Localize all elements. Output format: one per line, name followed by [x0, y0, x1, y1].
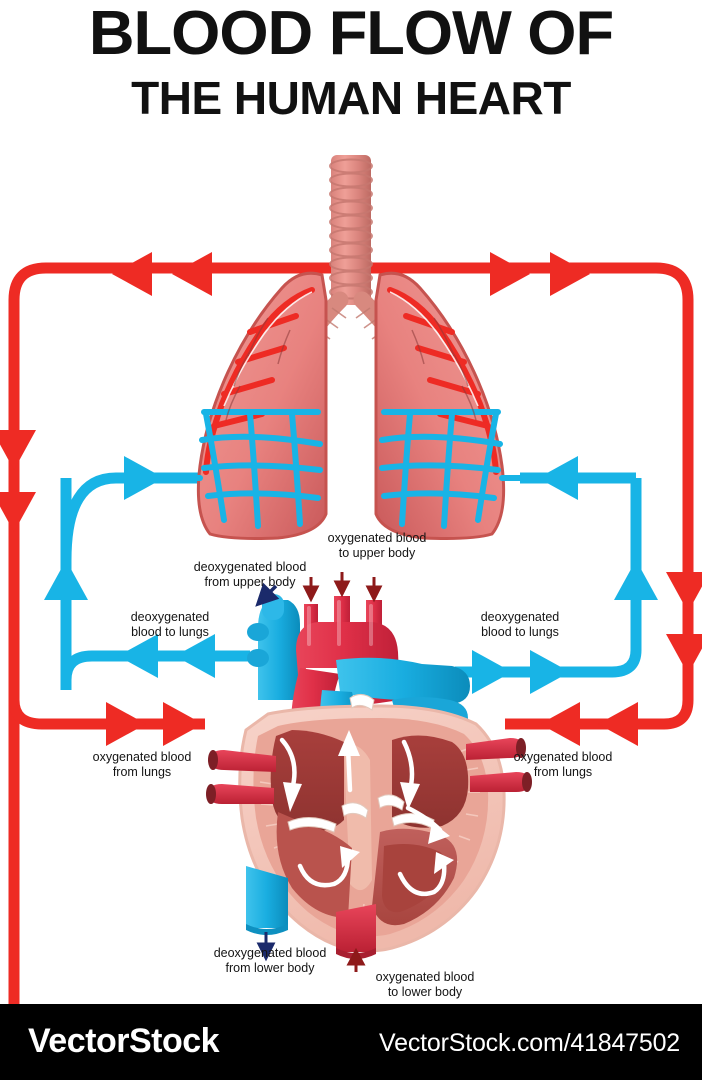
red-flow-arrows	[0, 252, 702, 746]
label-deoxygenated-to-lungs-right: deoxygenated blood to lungs	[480, 610, 560, 639]
blue-flow-arrows	[44, 456, 658, 694]
label-oxygenated-from-lungs-left: oxygenated blood from lungs	[92, 750, 192, 779]
label-oxygenated-to-upper-body: oxygenated blood to upper body	[327, 531, 427, 560]
superior-vena-cava	[247, 594, 300, 700]
vectorstock-logo: VectorStock	[28, 1022, 220, 1060]
label-deoxygenated-to-lungs-left: deoxygenated blood to lungs	[130, 610, 210, 639]
label-deoxygenated-from-lower-body: deoxygenated blood from lower body	[213, 946, 327, 975]
title-line-2: THE HUMAN HEART	[131, 72, 571, 124]
watermark-footer: VectorStock VectorStock.com/41847502	[0, 1004, 702, 1080]
title-line-1: BLOOD FLOW OF	[88, 0, 614, 68]
right-lung	[374, 271, 541, 540]
page-title: BLOOD FLOW OF THE HUMAN HEART	[0, 0, 702, 125]
pulmonary-vein	[466, 738, 532, 792]
inferior-vena-cava	[246, 866, 288, 935]
label-oxygenated-from-lungs-right: oxygenated blood from lungs	[513, 750, 613, 779]
left-lung	[165, 271, 328, 540]
blood-flow-illustration	[0, 155, 702, 1004]
label-oxygenated-to-lower-body: oxygenated blood to lower body	[375, 970, 475, 999]
vectorstock-url: VectorStock.com/41847502	[379, 1029, 680, 1057]
label-deoxygenated-from-upper-body: deoxygenated blood from upper body	[193, 560, 307, 589]
oxygenated-blood-circuit	[8, 262, 694, 1004]
heart-cross-section	[206, 694, 532, 959]
pointer-arrows	[255, 572, 383, 972]
